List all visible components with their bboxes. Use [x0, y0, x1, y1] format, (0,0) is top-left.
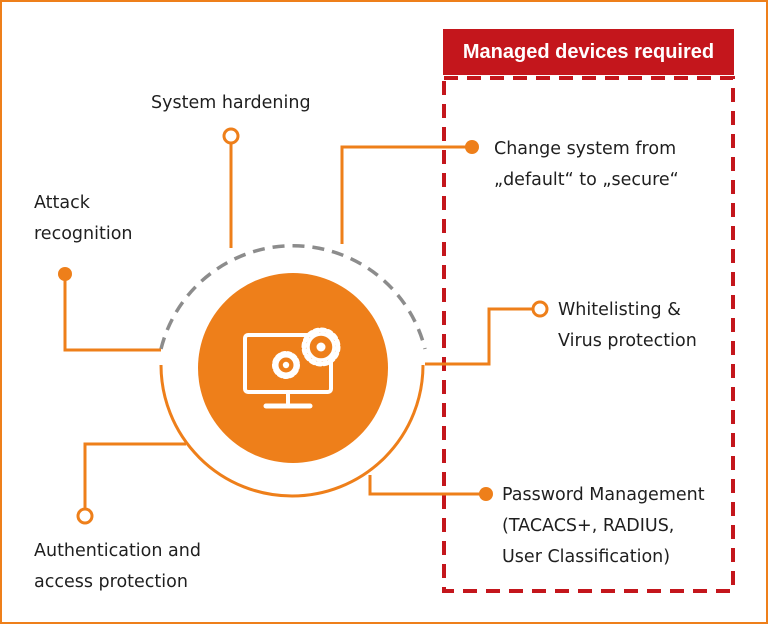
label-line: recognition: [34, 224, 133, 244]
label-attack-recognition: Attack recognition: [34, 188, 133, 250]
label-authentication: Authentication and access protection: [34, 536, 201, 598]
label-line: Attack: [34, 193, 90, 213]
label-line: Authentication and: [34, 541, 201, 561]
label-line: Password Management: [502, 485, 705, 505]
managed-devices-banner: Managed devices required: [443, 29, 734, 75]
hub-dashed-arc: [159, 243, 427, 350]
label-line: access protection: [34, 572, 188, 592]
label-line: Virus protection: [558, 331, 697, 351]
filled-dot: [58, 267, 72, 281]
label-change-system: Change system from „default“ to „secure“: [494, 134, 679, 196]
connector-password-management: [368, 475, 493, 501]
label-line: System hardening: [151, 93, 311, 113]
connector-whitelisting: [425, 300, 549, 366]
connector-attack-recognition: [58, 267, 161, 352]
label-system-hardening: System hardening: [151, 88, 311, 119]
filled-dot: [465, 140, 479, 154]
hollow-dot: [222, 127, 240, 145]
connector-system-hardening: [222, 127, 240, 248]
label-line: (TACACS+, RADIUS,: [502, 516, 675, 536]
monitor-with-gears-icon: [243, 327, 341, 409]
hollow-dot: [76, 507, 94, 525]
filled-dot: [479, 487, 493, 501]
connector-change-system: [340, 140, 479, 244]
hub-solid-arc: [159, 364, 425, 498]
label-line: „default“ to „secure“: [494, 170, 679, 190]
connector-authentication: [76, 442, 186, 525]
label-password-management: Password Management (TACACS+, RADIUS, Us…: [502, 480, 705, 573]
label-line: User Classification): [502, 547, 671, 567]
hollow-dot: [531, 300, 549, 318]
label-line: Change system from: [494, 139, 677, 159]
label-line: Whitelisting &: [558, 300, 681, 320]
managed-devices-region: [442, 76, 735, 593]
label-whitelisting: Whitelisting & Virus protection: [558, 295, 697, 357]
